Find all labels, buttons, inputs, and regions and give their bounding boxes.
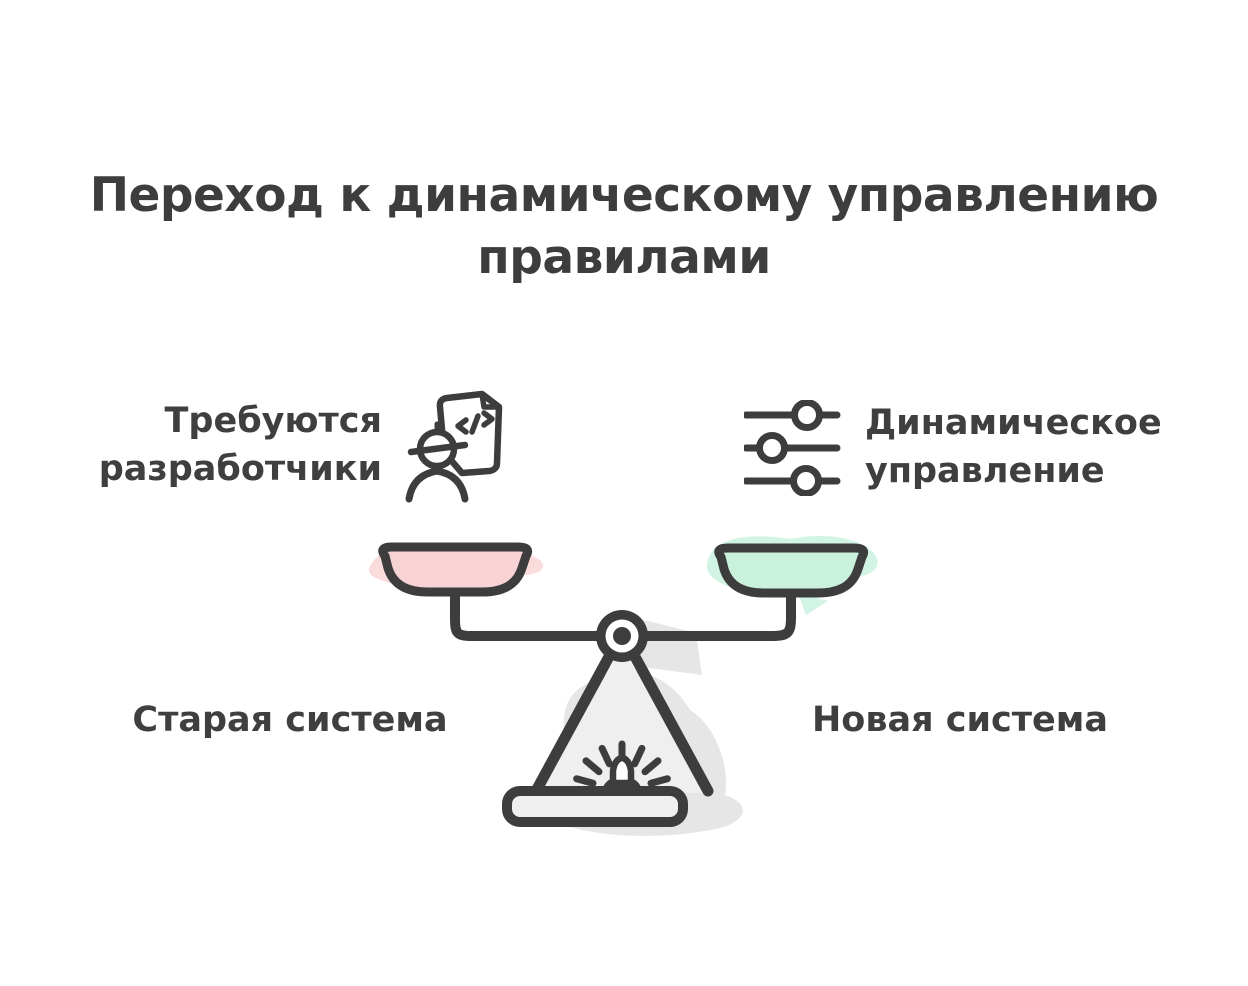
page-title: Переход к динамическому управлению прави… (0, 165, 1248, 289)
dial-pointer (609, 754, 635, 787)
helmet-brim (407, 441, 469, 456)
right-item-line1: Динамическое (865, 403, 1162, 443)
code-glyph-slash (469, 413, 481, 435)
dial-tick (582, 757, 603, 776)
new-system-label: Новая система (811, 700, 1109, 740)
left-item-line2: разработчики (98, 449, 382, 489)
page-title-line2: правилами (477, 230, 771, 285)
dial-tick (641, 757, 662, 776)
dial-tick (631, 744, 646, 768)
right-item-label: Динамическое управление (865, 399, 1205, 495)
left-item-label: Требуются разработчики (60, 397, 382, 493)
right-pan (714, 543, 869, 598)
page-title-line1: Переход к динамическому управлению (89, 168, 1159, 223)
old-system-label: Старая система (132, 700, 448, 740)
mint-smudge-small (798, 593, 828, 615)
dial-tick (598, 744, 613, 768)
sliders-icon (744, 400, 841, 496)
scale-base (502, 786, 688, 827)
stand-leg-right (627, 647, 714, 797)
dial-tick (647, 775, 671, 787)
code-glyph-gt (481, 410, 495, 428)
slider-knob-3 (790, 465, 822, 496)
left-item-line1: Требуются (164, 401, 382, 441)
left-pan (378, 542, 533, 597)
pivot-center (613, 627, 631, 645)
code-glyph-lt (455, 417, 469, 435)
dial-tick (573, 775, 597, 787)
stand-body (538, 647, 706, 793)
stand-leg-left (530, 647, 617, 797)
worker-shoulders (405, 467, 469, 503)
developer-icon (405, 390, 503, 503)
balance-scale-icon (369, 536, 878, 836)
right-item-line2: управление (865, 451, 1105, 491)
slider-knob-1 (791, 400, 823, 431)
slider-knob-2 (756, 432, 788, 464)
page-fold (479, 391, 502, 410)
